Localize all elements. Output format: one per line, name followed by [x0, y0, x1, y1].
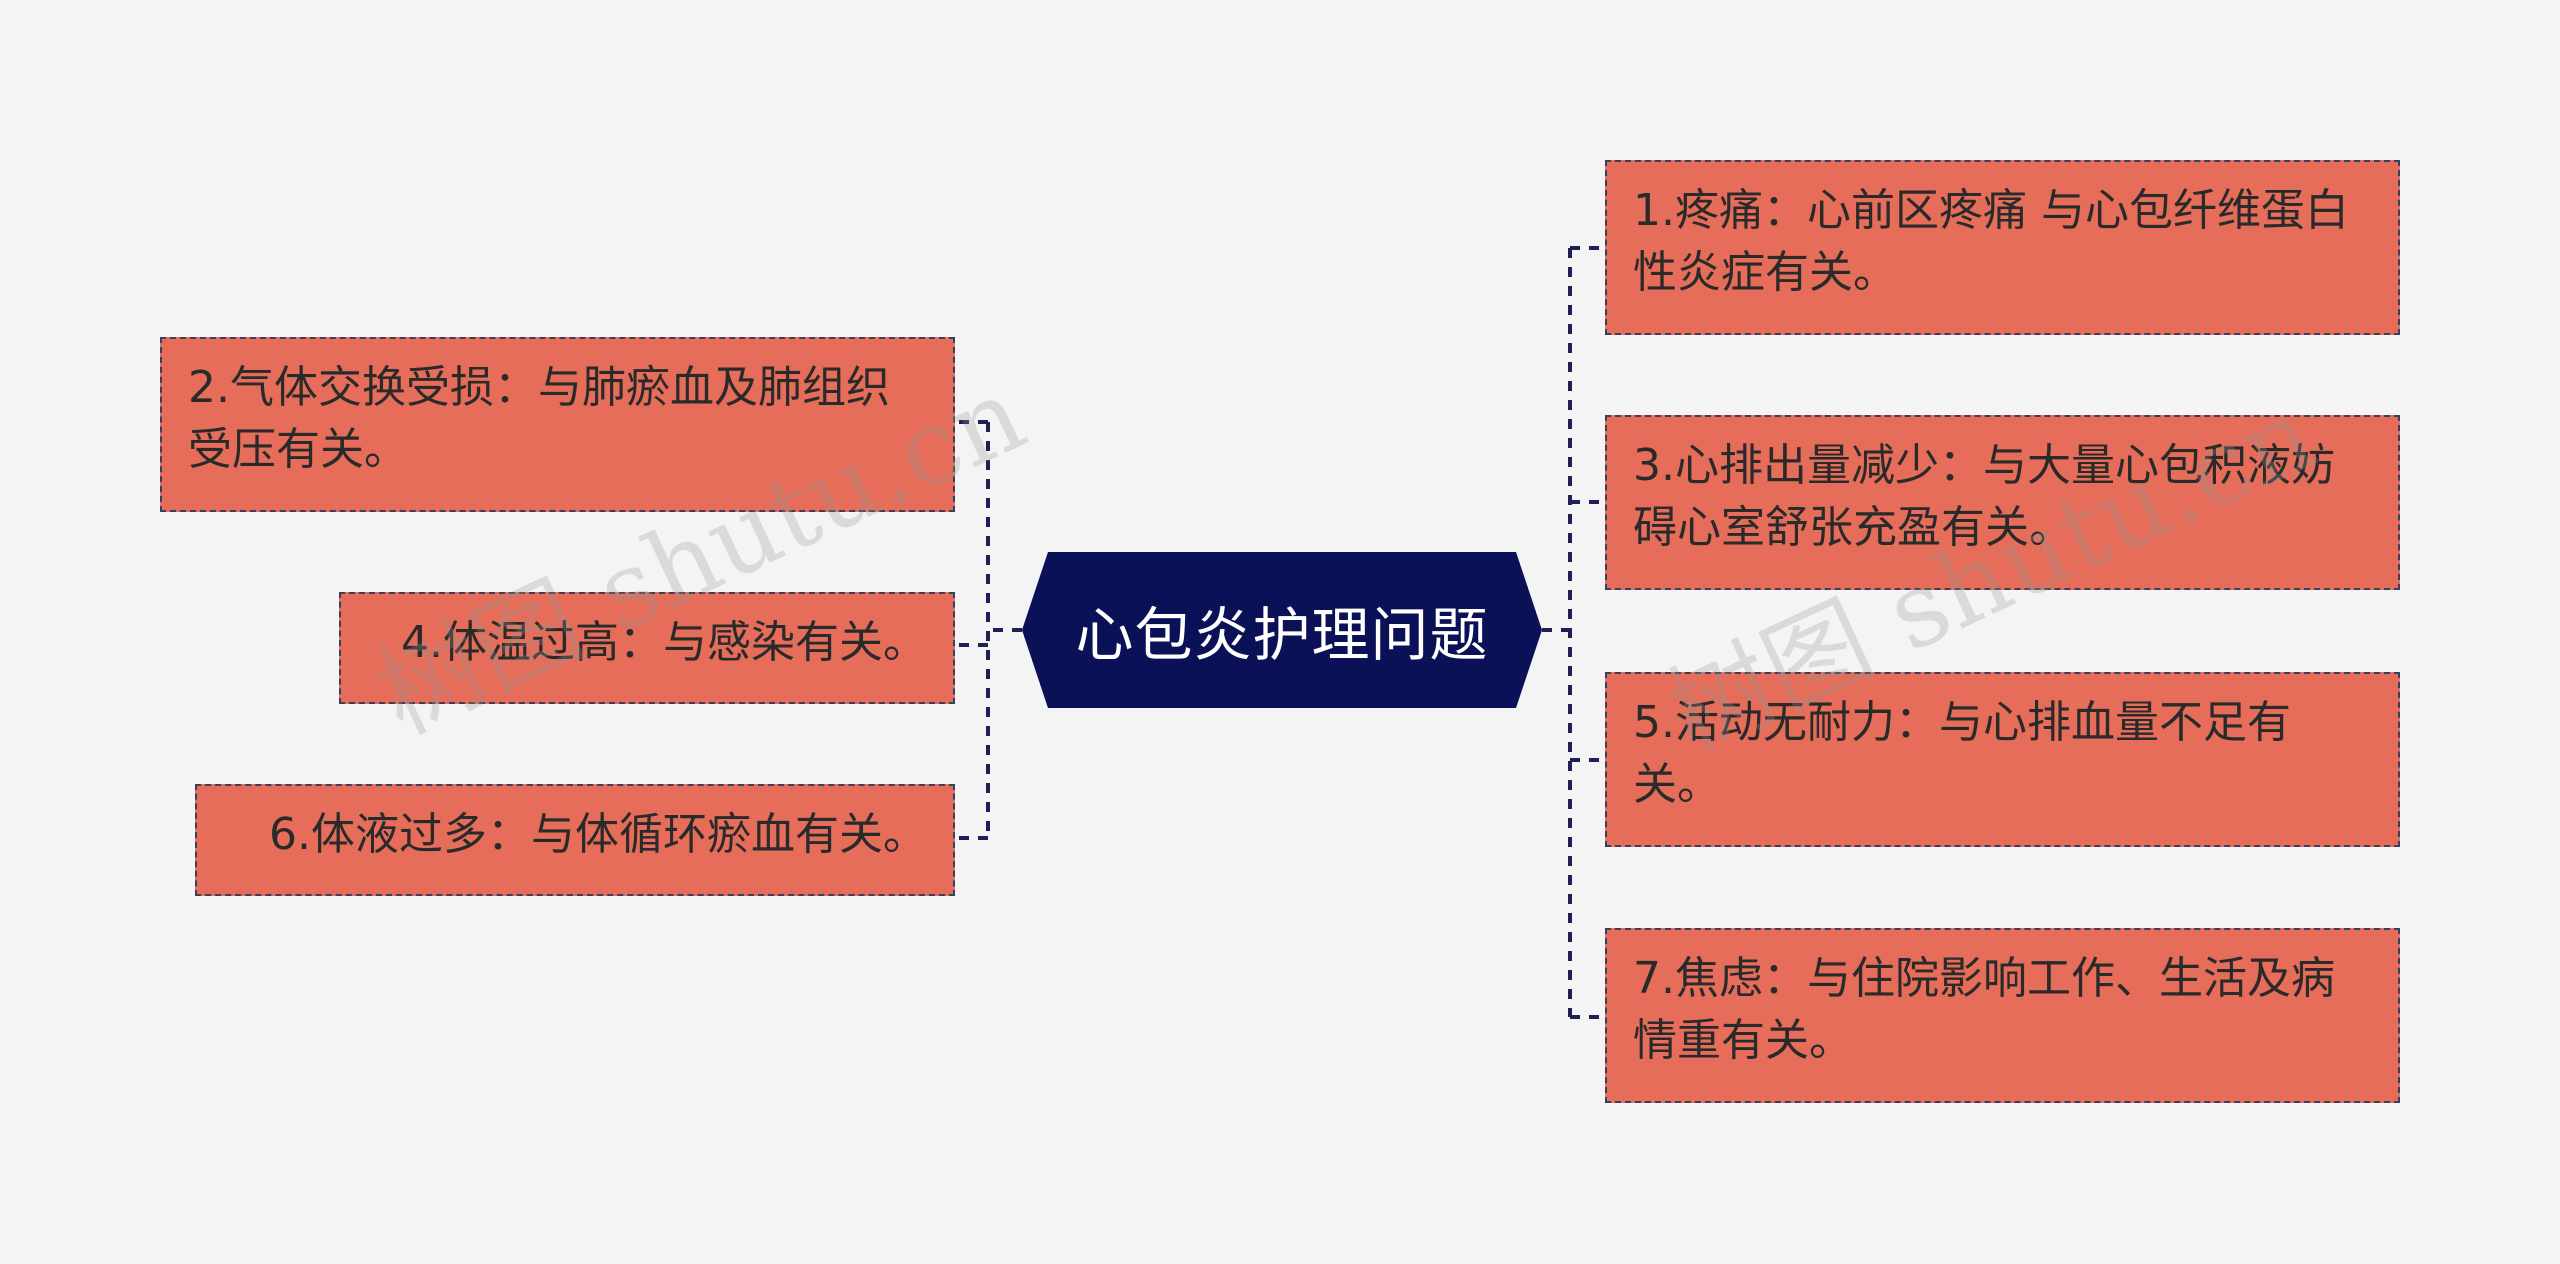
topic-label: 3.心排出量减少：与大量心包积液妨碍心室舒张充盈有关。 [1633, 440, 2335, 553]
topic-label: 7.焦虑：与住院影响工作、生活及病情重有关。 [1633, 953, 2335, 1066]
topic-node-1[interactable]: 1.疼痛：心前区疼痛 与心包纤维蛋白性炎症有关。 [1605, 160, 2400, 335]
topic-node-3[interactable]: 3.心排出量减少：与大量心包积液妨碍心室舒张充盈有关。 [1605, 415, 2400, 590]
topic-label: 4.体温过高：与感染有关。 [401, 617, 927, 668]
topic-label: 2.气体交换受损：与肺瘀血及肺组织受压有关。 [188, 362, 890, 475]
topic-label: 5.活动无耐力：与心排血量不足有关。 [1633, 697, 2291, 810]
topic-node-6[interactable]: 6.体液过多：与体循环瘀血有关。 [195, 784, 955, 896]
topic-node-5[interactable]: 5.活动无耐力：与心排血量不足有关。 [1605, 672, 2400, 847]
central-topic[interactable]: 心包炎护理问题 [1022, 552, 1542, 708]
central-topic-label: 心包炎护理问题 [1075, 601, 1489, 669]
topic-node-4[interactable]: 4.体温过高：与感染有关。 [339, 592, 955, 704]
central-topic-shape [1022, 552, 1542, 708]
topic-label: 6.体液过多：与体循环瘀血有关。 [269, 809, 927, 860]
topic-node-2[interactable]: 2.气体交换受损：与肺瘀血及肺组织受压有关。 [160, 337, 955, 512]
topic-label: 1.疼痛：心前区疼痛 与心包纤维蛋白性炎症有关。 [1633, 185, 2349, 298]
topic-node-7[interactable]: 7.焦虑：与住院影响工作、生活及病情重有关。 [1605, 928, 2400, 1103]
